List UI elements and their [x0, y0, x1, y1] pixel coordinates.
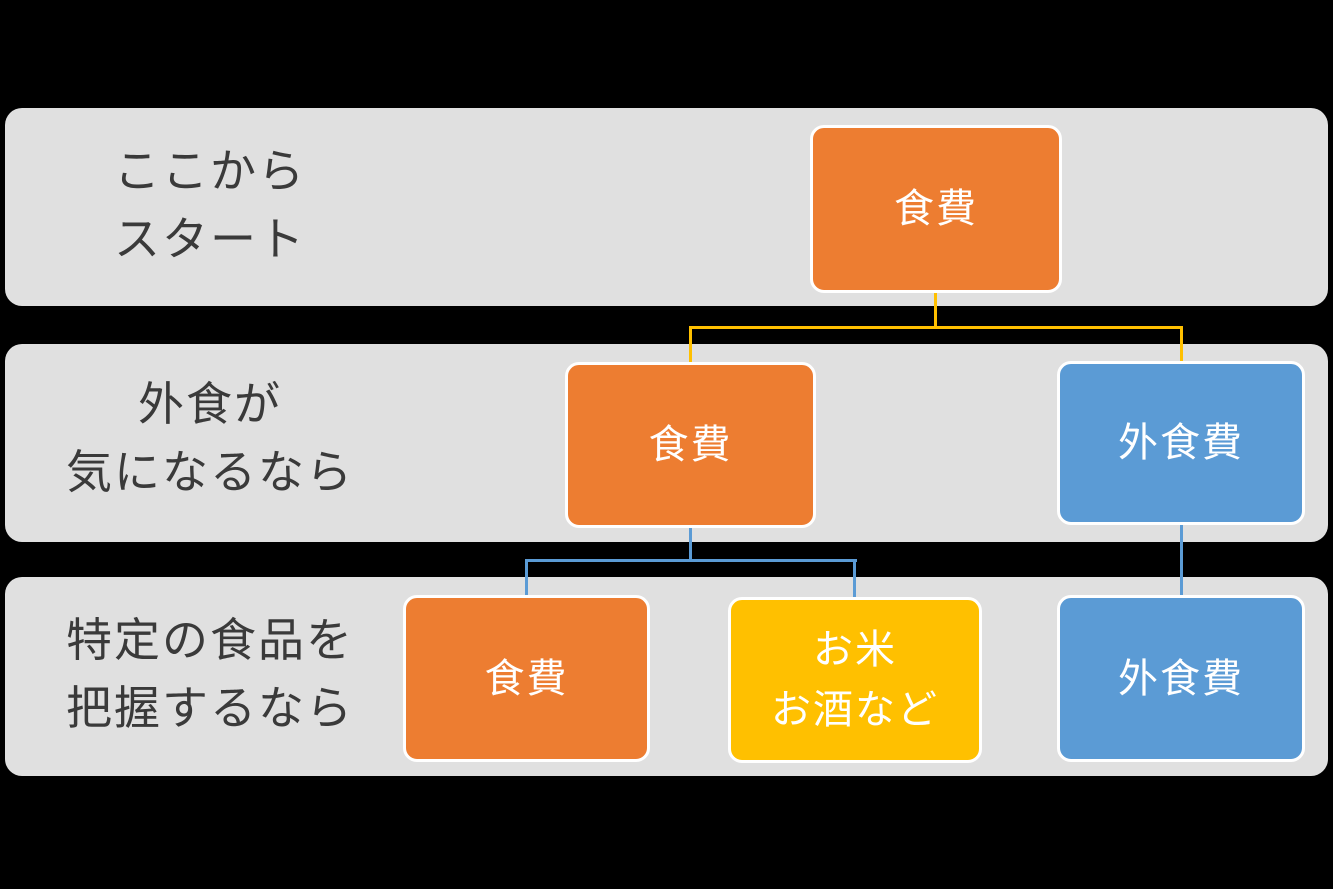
- row-caption-specific-foods: 特定の食品を 把握するなら: [10, 606, 410, 742]
- node-food-expense-row2: 食費: [565, 362, 816, 528]
- caption-line: 外食が: [138, 378, 282, 430]
- caption-line: スタート: [114, 213, 306, 265]
- row-caption-eating-out: 外食が 気になるなら: [10, 370, 410, 506]
- node-label: お酒など: [771, 688, 939, 732]
- node-rice-alcohol-row3: お米 お酒など: [728, 597, 982, 763]
- node-label: 外食費: [1118, 656, 1244, 701]
- caption-line: 気になるなら: [66, 446, 354, 498]
- node-label: お米: [813, 628, 897, 672]
- connector-gold-drop-left: [689, 326, 692, 364]
- row-band-start: [5, 108, 1328, 306]
- node-label: 食費: [648, 423, 733, 467]
- node-food-expense-root: 食費: [810, 125, 1062, 293]
- connector-blue-stem: [689, 528, 692, 562]
- connector-blue-drop-left: [525, 559, 528, 597]
- node-label: 食費: [894, 187, 978, 231]
- node-eating-out-expense-row3: 外食費: [1057, 595, 1305, 762]
- connector-gold-stem: [934, 293, 937, 328]
- connector-gold-rail: [689, 326, 1183, 329]
- node-eating-out-expense-row2: 外食費: [1057, 361, 1305, 525]
- connector-gold-drop-right: [1180, 326, 1183, 363]
- connector-blue-rail: [525, 559, 857, 562]
- node-label: 外食費: [1118, 421, 1244, 465]
- node-food-expense-row3: 食費: [403, 595, 650, 762]
- caption-line: 把握するなら: [66, 682, 354, 734]
- connector-blue-drop-right: [1180, 525, 1183, 597]
- node-label: 食費: [484, 656, 569, 701]
- connector-blue-drop-middle: [853, 559, 856, 599]
- caption-line: 特定の食品を: [66, 614, 354, 666]
- row-caption-start: ここから スタート: [10, 137, 410, 273]
- caption-line: ここから: [114, 145, 306, 197]
